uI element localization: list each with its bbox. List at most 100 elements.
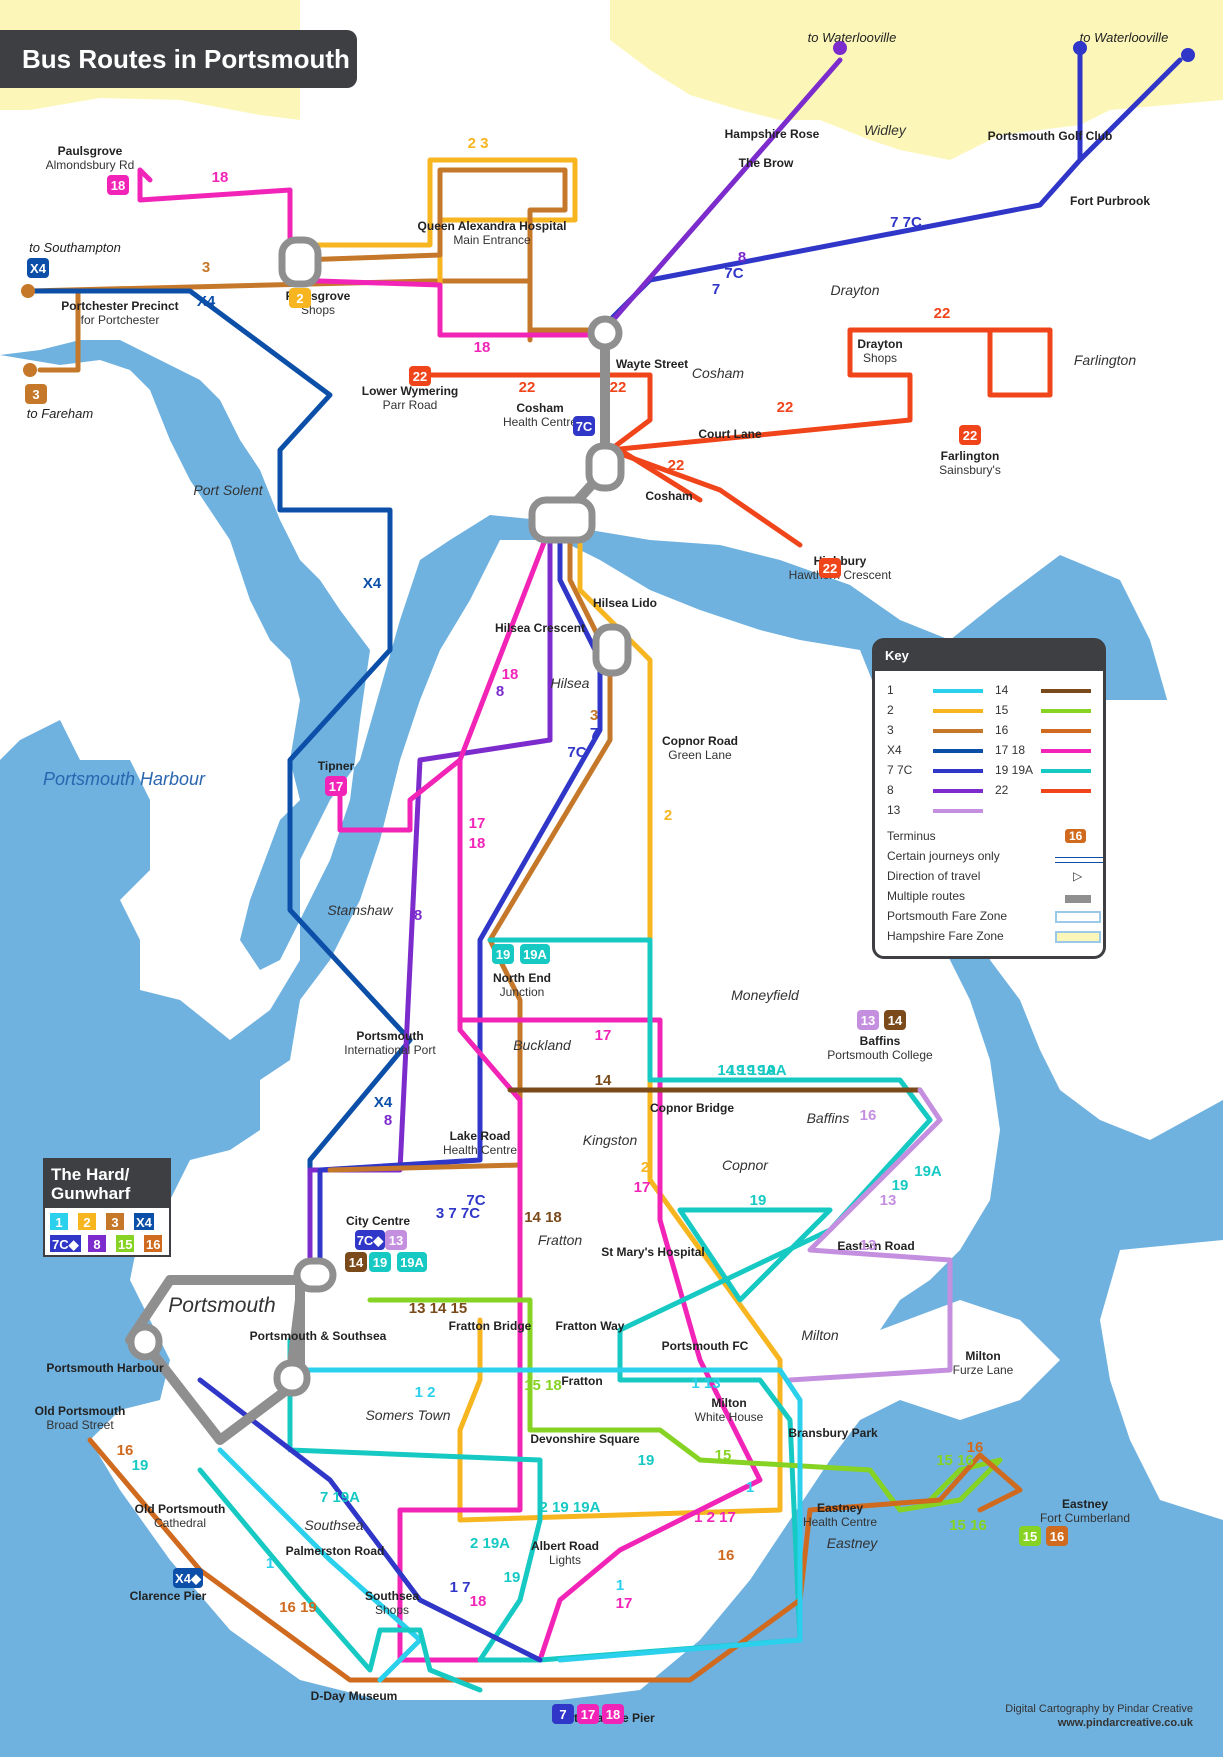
badge-label: 19: [496, 947, 510, 962]
portsea-island: [90, 540, 1060, 1700]
route-number-label: 1: [266, 1555, 274, 1572]
route-number-label: 18: [470, 1593, 487, 1610]
place-subname: Shops: [863, 351, 897, 365]
route-number-label: 22: [934, 305, 951, 322]
place-name: The Brow: [739, 156, 794, 170]
route-number-label: 22: [519, 379, 536, 396]
route-line-route-22: [617, 447, 703, 503]
route-number-label: 16: [967, 1439, 984, 1456]
route-number-label: 19: [132, 1457, 149, 1474]
badge-box: [409, 366, 431, 386]
key-route-row: 3: [887, 723, 991, 741]
route-number-label: 1 7: [450, 1579, 471, 1596]
badge-box: [884, 1010, 906, 1030]
route-line-route-17_18: [337, 757, 463, 833]
place-subname: Lights: [549, 1553, 581, 1567]
badge-box: [397, 1252, 427, 1272]
route-line-route-22: [427, 327, 1053, 453]
key-route-label: 19 19A: [995, 763, 1034, 777]
route-number-label: 7 19A: [320, 1489, 360, 1506]
badge-label: 16: [1050, 1529, 1064, 1544]
area-label: Southsea: [304, 1517, 363, 1533]
place-name: Queen Alexandra Hospital: [418, 219, 567, 233]
place-name: Milton: [711, 1396, 746, 1410]
key-route-swatch: [933, 689, 983, 693]
key-legend-symbol: 16: [1065, 829, 1087, 843]
place-name: Old Portsmouth: [135, 1502, 226, 1516]
key-route-swatch: [933, 809, 983, 813]
hard-route-badge: 16: [143, 1234, 164, 1253]
place-name: Portsmouth Harbour: [46, 1361, 164, 1375]
terminus-badge: 19A: [520, 944, 550, 964]
place-name: Southsea: [365, 1589, 419, 1603]
badge-box: [25, 384, 47, 404]
place-name: Drayton: [857, 337, 902, 351]
route-number-label: 17: [595, 1027, 612, 1044]
badge-label: 13: [389, 1233, 403, 1248]
key-route-swatch: [1041, 689, 1091, 693]
route-number-label: 19 19A: [728, 1062, 777, 1079]
route-number-label: 8: [496, 683, 504, 700]
badge-label: 22: [823, 561, 837, 576]
route-line-route-22: [607, 447, 803, 548]
key-legend-row: Terminus 16: [887, 829, 1097, 847]
route-line-route-16: [87, 1437, 1023, 1683]
route-line-route-3: [37, 288, 81, 373]
place-name: St Mary's Hospital: [601, 1245, 705, 1259]
route-number-label: 2 19 19A: [540, 1499, 601, 1516]
key-legend-label: Portsmouth Fare Zone: [887, 909, 1008, 923]
route-number-label: 16 19: [279, 1599, 317, 1616]
badge-box: [552, 1704, 574, 1724]
badge-box: [573, 416, 595, 436]
place-name: Portsmouth Golf Club: [988, 129, 1113, 143]
badge-box: [602, 1704, 624, 1724]
footer-credit: Digital Cartography by Pindar Creative: [1005, 1703, 1193, 1715]
place-subname: Broad Street: [46, 1418, 114, 1432]
area-label: Stamshaw: [327, 902, 393, 918]
route-number-label: 3 7 7C: [436, 1205, 480, 1222]
route-number-label: 15 18: [524, 1377, 562, 1394]
place-name: Paulsgrove: [58, 144, 123, 158]
route-number-label: 1 2: [415, 1384, 436, 1401]
area-label: Hilsea: [551, 675, 590, 691]
route-number-label: 18: [502, 666, 519, 683]
place-name: Copnor Road: [662, 734, 738, 748]
badge-box: [857, 1010, 879, 1030]
place-name: Cosham: [516, 401, 563, 415]
place-name: Clarence Pier: [130, 1589, 207, 1603]
route-number-label: 7C: [724, 265, 743, 282]
badge-box: [385, 1230, 407, 1250]
hard-route-badge: X4: [133, 1212, 155, 1231]
badge-label: 14: [349, 1255, 364, 1270]
route-number-label: 13: [860, 1237, 877, 1254]
key-legend-row: Certain journeys only: [887, 849, 1103, 867]
place-name: Hampshire Rose: [725, 127, 820, 141]
hard-route-badge: 15: [115, 1234, 136, 1253]
route-number-label: 3: [202, 259, 210, 276]
arrow-icon: [23, 363, 37, 377]
badge-label: 17: [581, 1707, 595, 1722]
the-hard-title-1: The Hard/: [51, 1165, 130, 1184]
key-route-label: 8: [887, 783, 894, 797]
terminus-badge: 22: [409, 366, 431, 386]
route-number-label: 18: [469, 835, 486, 852]
destination-label: to Waterlooville: [1080, 30, 1169, 45]
place-name: Farlington: [941, 449, 1000, 463]
place-name: Hilsea Crescent: [495, 621, 585, 635]
key-route-swatch: [933, 789, 983, 793]
key-legend-label: Terminus: [887, 829, 936, 843]
place-name: Tipner: [318, 759, 355, 773]
badge-label: 19: [373, 1255, 387, 1270]
key-route-row: 13: [887, 803, 991, 821]
place-name: Portsmouth: [356, 1029, 423, 1043]
route-number-label: 18: [474, 339, 491, 356]
route-number-label: 8: [384, 1112, 392, 1129]
place-subname: Health Centre: [443, 1143, 517, 1157]
area-label: Port Solent: [193, 482, 263, 498]
place-name: Copnor Bridge: [650, 1101, 734, 1115]
place-name: Eastern Road: [837, 1239, 914, 1253]
route-number-label: 14 18: [524, 1209, 562, 1226]
area-label: Buckland: [513, 1037, 572, 1053]
route-line-route-x4: [27, 288, 413, 1283]
badge-label: 7C◆: [357, 1233, 385, 1248]
